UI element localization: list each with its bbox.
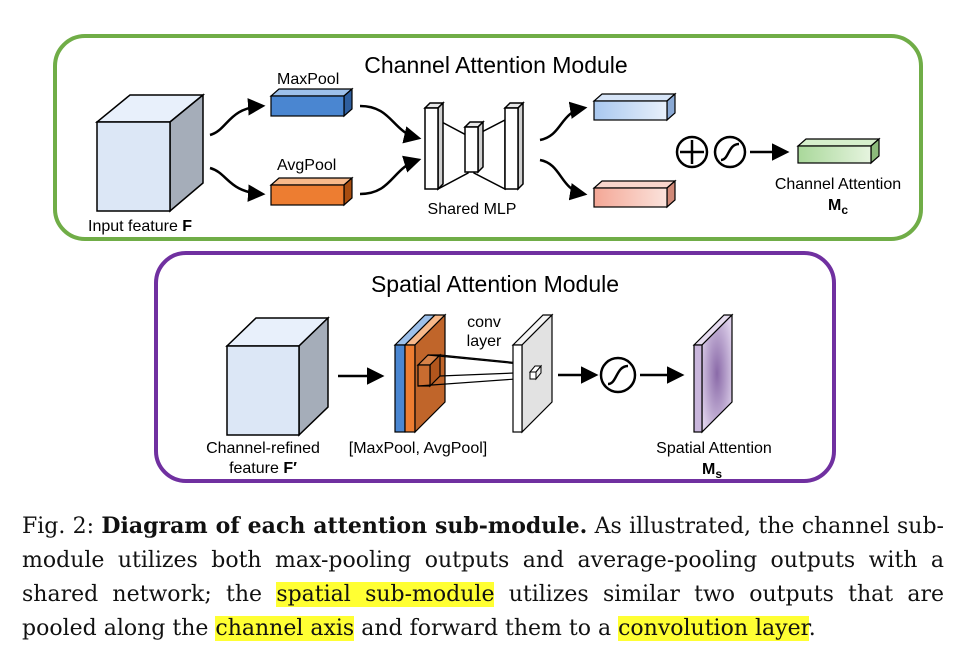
caption-highlight-spatial: spatial sub-module (276, 582, 495, 607)
refined-feature-cube (225, 316, 330, 437)
spatial-module-border (154, 251, 836, 483)
caption-highlight-channel-axis: channel axis (215, 616, 355, 641)
arrow-cube-to-avgpool (209, 166, 266, 202)
figure-diagram: Channel Attention Module Input feature F… (53, 34, 923, 483)
refined-feature-label-line2: feature F′ (229, 460, 297, 477)
channel-module-border (53, 34, 923, 241)
arrow-avgpool-to-mlp (359, 155, 422, 196)
arrow-mlp-to-blue-output (539, 101, 588, 142)
caption-text-2: utilizes similar two outputs that are po… (22, 582, 944, 641)
concat-label: [MaxPool, AvgPool] (349, 440, 487, 457)
conv-output-cell (528, 364, 543, 381)
spatial-module-title: Spatial Attention Module (371, 271, 619, 297)
sigmoid-icon (713, 135, 747, 169)
shared-mlp (423, 101, 525, 191)
mlp-output-maxpool-bar (592, 92, 677, 122)
conv-layer-label-line1: conv (467, 314, 501, 331)
refined-feature-label-line1: Channel-refined (206, 440, 320, 457)
caption-text-1: As illustrated, the channel sub-module u… (22, 514, 944, 607)
arrow-cube-to-maxpool (209, 98, 266, 137)
input-feature-cube (94, 93, 206, 213)
spatial-attention-map (692, 313, 734, 434)
attention-diagram-svg: Channel Attention Module Input feature F… (53, 34, 923, 483)
input-feature-label: Input feature F (88, 218, 192, 235)
avgpool-bar (269, 176, 354, 207)
figure-caption: Fig. 2: Diagram of each attention sub-mo… (22, 509, 944, 646)
caption-highlight-conv-layer: convolution layer (618, 616, 809, 641)
maxpool-bar (269, 87, 354, 118)
channel-attention-label: Channel Attention (775, 176, 901, 193)
avgpool-label: AvgPool (277, 157, 336, 174)
channel-module-title: Channel Attention Module (364, 52, 627, 78)
caption-text-4: . (808, 616, 816, 641)
caption-title: Diagram of each attention sub-module. (101, 513, 588, 539)
sigmoid-icon (599, 356, 637, 394)
channel-attention-symbol: Mc (828, 197, 848, 217)
shared-mlp-label: Shared MLP (428, 201, 517, 218)
mlp-output-avgpool-bar (592, 179, 677, 209)
spatial-attention-label: Spatial Attention (656, 440, 772, 457)
spatial-attention-symbol: Ms (702, 461, 722, 481)
arrow-maxpool-to-mlp (359, 104, 422, 144)
conv-layer-label-line2: layer (467, 333, 502, 350)
channel-attention-bar (796, 137, 881, 165)
caption-text-3: and forward them to a (354, 616, 619, 641)
plus-circle-icon (675, 135, 709, 169)
conv-kernel-cube (416, 353, 442, 388)
caption-prefix: Fig. 2: (22, 514, 102, 539)
arrow-mlp-to-red-output (539, 158, 588, 201)
maxpool-label: MaxPool (277, 71, 339, 88)
